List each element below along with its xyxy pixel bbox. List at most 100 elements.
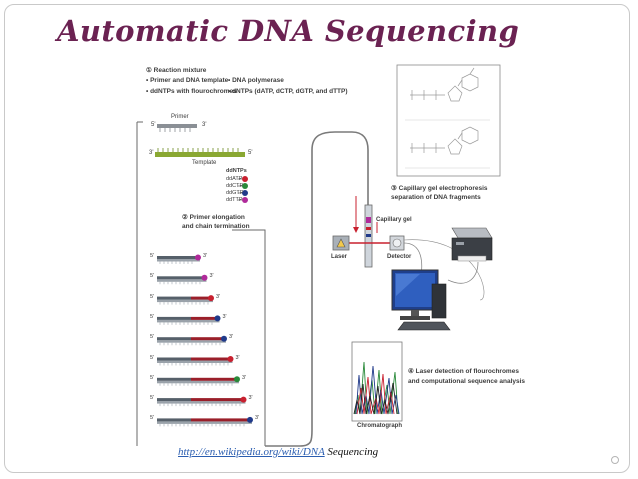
fragment-primer-1 [157,256,191,259]
fragment-template-7 [157,380,239,384]
laser-label: Laser [331,254,348,260]
fragment-end-dot-6 [227,356,234,362]
capillary-gel-label: Capillary gel [376,217,412,223]
step2-line1: ② Primer elongation [182,214,245,221]
fragment-template-5 [157,340,226,343]
detector-label: Detector [387,254,412,260]
step2-line2: and chain termination [182,223,250,230]
laser-warning-icon [336,238,346,248]
step4-line1: ④ Laser detection of flourochromes [408,368,519,375]
primer-5prime: 5' [151,122,156,128]
fragment-5prime-5: 5' [150,334,155,341]
structure-bottom [410,126,479,155]
fragment-end-dot-9 [247,416,253,423]
ddntp-item-a: ddATP [226,176,243,182]
fragment-template-8 [157,401,246,404]
fragment-3prime-5: 3' [229,334,234,341]
fragment-extension-1 [191,256,196,259]
fragment-template-9 [157,421,252,424]
fragment-extension-9 [191,418,248,422]
fragment-primer-8 [157,398,191,402]
capillary-band-3 [366,234,371,237]
fragment-3prime-2: 3' [209,273,214,280]
fragment-extension-7 [191,377,235,381]
fragment-primer-5 [157,337,191,341]
step1-primer-template: • Primer and DNA template [146,77,229,84]
ddgtp-dot [242,190,248,196]
fragment-end-dot-4 [214,315,221,322]
fragment-primer-2 [157,276,191,280]
fragment-3prime-3: 3' [216,293,221,300]
fragment-5prime-9: 5' [150,415,155,422]
step1-polymerase: • DNA polymerase [228,77,284,84]
capillary-tube-line [265,131,369,447]
step4-line2: and computational sequence analysis [408,378,526,385]
fragment-3prime-1: 3' [203,253,208,259]
fragment-template-2 [157,279,207,282]
right-bracket-line [232,229,266,446]
ddntp-structure-panel [396,64,501,177]
ddntps-heading: ddNTPs [226,168,247,174]
capillary-band-2 [366,227,371,230]
source-link[interactable]: http://en.wikipedia.org/wiki/DNA [178,446,325,458]
ddntp-item-t: ddTTP [226,197,243,203]
slide-title: Automatic DNA Sequencing [57,14,520,48]
fragment-extension-8 [191,398,242,402]
fragment-extension-2 [191,276,203,280]
fragment-end-dot-1 [195,254,201,261]
template-3prime: 3' [149,150,154,156]
fragment-3prime-9: 3' [255,415,260,422]
fragment-template-6 [157,360,233,363]
fragment-end-dot-5 [221,335,227,342]
fragment-5prime-2: 5' [150,273,155,280]
primer-3prime: 3' [202,122,207,128]
fragment-primer-9 [157,418,191,422]
fragment-extension-3 [191,296,209,300]
fragment-5prime-7: 5' [150,374,155,381]
slide-frame [4,4,630,473]
step1-ddntps: • ddNTPs with flourochromes [146,88,237,95]
fragment-template-1 [157,259,200,262]
fragment-template-3 [157,299,213,303]
structure-top [410,67,479,102]
fragment-primer-3 [157,296,191,300]
fragment-extension-6 [191,357,229,361]
fragment-3prime-8: 3' [248,395,253,402]
template-label: Template [192,160,217,166]
ddatp-dot [242,176,248,182]
fragment-primer-7 [157,377,191,381]
slide-corner-dot [611,456,619,464]
fragment-3prime-6: 3' [235,354,240,361]
fragment-end-dot-3 [208,295,214,302]
chromatograph-trace [353,361,400,415]
ddttp-dot [242,197,248,203]
fragment-5prime-8: 5' [150,395,155,402]
primer-strand [157,124,197,128]
template-ticks [157,148,239,152]
source-citation: http://en.wikipedia.org/wiki/DNA Sequenc… [178,446,378,458]
template-strand [155,152,245,157]
fragment-5prime-4: 5' [150,313,155,320]
step1-heading: ① Reaction mixture [146,67,207,74]
primer-ticks [159,128,191,132]
fragment-5prime-3: 5' [150,293,155,300]
template-5prime: 5' [248,150,253,156]
source-suffix: Sequencing [324,446,379,458]
step3-line2: separation of DNA fragments [391,194,481,201]
fragment-end-dot-8 [240,396,247,403]
printer-cable [447,261,479,284]
fragment-end-dot-2 [201,274,208,281]
capillary-band-1 [366,217,371,223]
ddntp-item-c: ddCTP [226,183,244,189]
fragment-template-4 [157,319,220,323]
step3-line1: ③ Capillary gel electrophoresis [391,185,488,192]
computer-icon [391,269,451,331]
fragment-primer-6 [157,357,191,361]
fragment-5prime-6: 5' [150,354,155,361]
terminated-fragments [157,254,253,427]
fragment-3prime-4: 3' [222,313,227,320]
fragment-end-dot-7 [234,376,240,383]
ddntp-item-g: ddGTP [226,190,244,196]
